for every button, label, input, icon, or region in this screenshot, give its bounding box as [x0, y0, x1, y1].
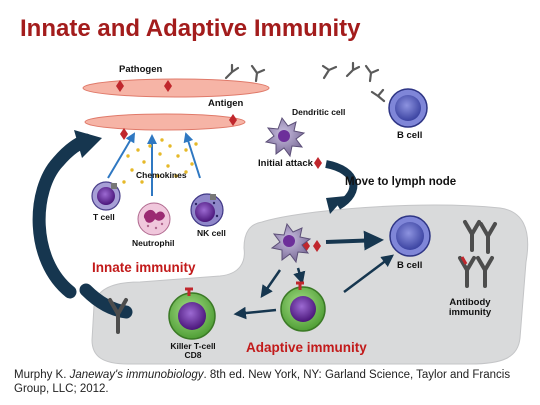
citation-author: Murphy K. [14, 369, 70, 381]
innate-immunity-label: Innate immunity [92, 260, 196, 275]
b-cell-icon [388, 88, 428, 128]
pathogen-label: Pathogen [119, 64, 163, 75]
antibody-immunity-line1: Antibody [449, 297, 491, 308]
pathogen-band [82, 78, 270, 98]
neutrophil-icon [137, 202, 171, 236]
citation-book: Janeway's immunobiology [69, 369, 204, 381]
antibody-immunity-label: Antibody immunity [440, 297, 500, 319]
innate-loop-arrow [32, 133, 93, 299]
citation-rest: . 8th ed. New York, NY: Garland Science,… [14, 369, 511, 396]
killer-t-cell-label: Killer T-cell CD8 [158, 341, 228, 361]
b-cell-lymph-label: B cell [397, 260, 423, 271]
chemokine-arrows [107, 132, 201, 196]
adaptive-immunity-label: Adaptive immunity [246, 340, 367, 355]
killer-t-cell-line1: Killer T-cell [170, 341, 216, 351]
antigen-band [84, 113, 246, 131]
antibody-immunity-line2: immunity [448, 307, 492, 319]
b-cell-top-label: B cell [397, 130, 423, 141]
antibody-icon [224, 61, 386, 103]
lymph-node-arrow [325, 160, 358, 210]
antibody-icon [458, 220, 497, 288]
t-cell-label: T cell [93, 212, 115, 222]
citation: Murphy K. Janeway's immunobiology. 8th e… [14, 368, 524, 397]
nk-cell-label: NK cell [197, 228, 226, 238]
t-cell-icon [91, 181, 121, 211]
page-title: Innate and Adaptive Immunity [20, 15, 361, 42]
t-cell-icon [280, 281, 326, 332]
nk-cell-icon [190, 193, 224, 227]
lymph-node-flow-arrows [233, 230, 394, 320]
killer-t-cell-icon [168, 287, 216, 340]
antigen-marker-icon [116, 80, 322, 252]
chemokine-dot-icon [122, 138, 198, 184]
move-to-lymph-node-label: Move to lymph node [345, 176, 457, 188]
dendritic-cell-icon [270, 222, 312, 264]
dendritic-cell-icon [264, 116, 306, 158]
initial-attack-label: Initial attack [258, 158, 313, 169]
neutrophil-label: Neutrophil [132, 238, 175, 248]
dendritic-cell-label: Dendritic cell [292, 107, 346, 117]
antibody-icon [108, 298, 128, 334]
chemokines-label: Chemokines [136, 170, 187, 180]
b-cell-icon [389, 215, 431, 257]
killer-t-cell-line2: CD8 [184, 350, 202, 361]
antigen-label: Antigen [208, 98, 244, 109]
